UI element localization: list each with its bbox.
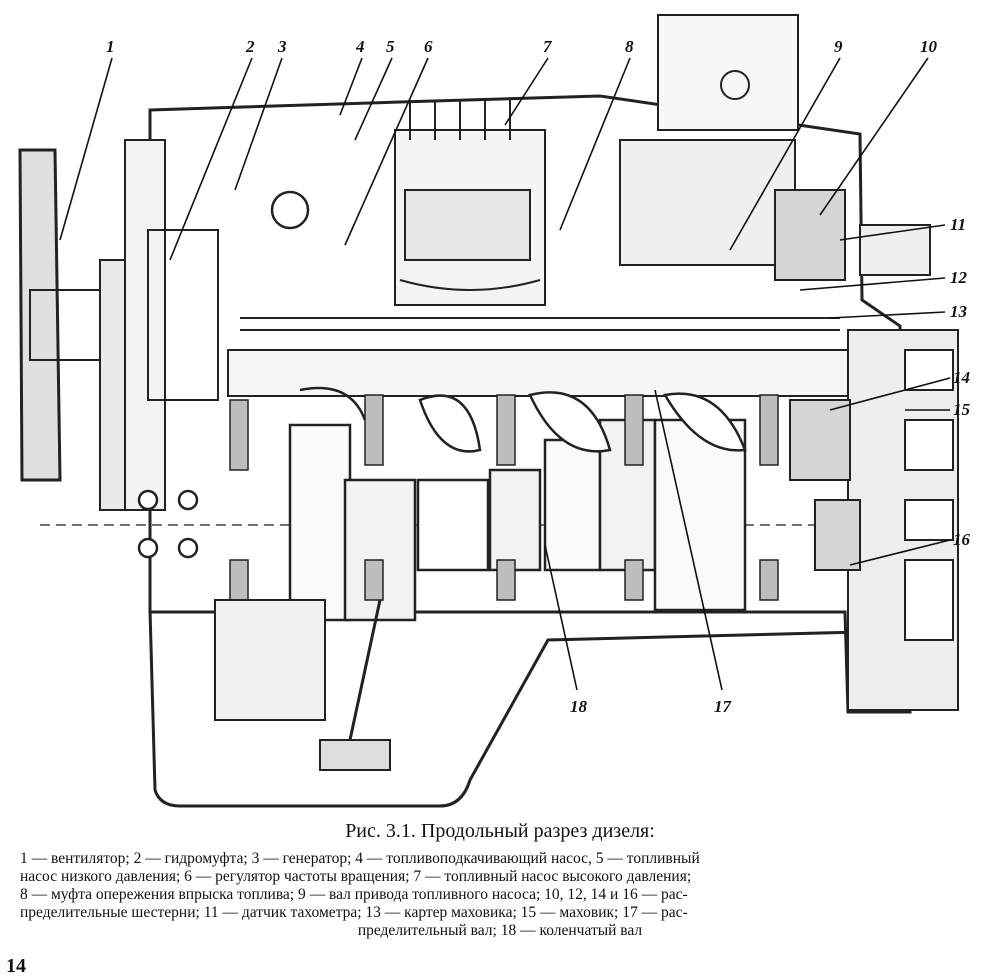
- figure-caption-legend: 1 — вентилятор; 2 — гидромуфта; 3 — гене…: [20, 850, 980, 940]
- callout-12: 12: [950, 268, 968, 287]
- callout-2: 2: [245, 37, 255, 56]
- caption-line: пределительные шестерни; 11 — датчик тах…: [20, 904, 688, 921]
- callout-8: 8: [625, 37, 634, 56]
- callout-3: 3: [277, 37, 287, 56]
- callout-10: 10: [920, 37, 938, 56]
- callout-9: 9: [834, 37, 843, 56]
- crankshaft: [40, 386, 860, 622]
- callout-18: 18: [570, 697, 588, 716]
- engine-section-drawing: 1 2 3 4 5 6 7 8 9 10 11 12 13 14 15 16 1…: [18, 14, 971, 808]
- caption-line: 8 — муфта опережения впрыска топлива; 9 …: [20, 886, 688, 903]
- callout-15: 15: [953, 400, 971, 419]
- page-number: 14: [6, 955, 26, 977]
- callout-4: 4: [355, 37, 365, 56]
- caption-line: пределительный вал; 18 — коленчатый вал: [357, 922, 643, 939]
- callout-6: 6: [424, 37, 433, 56]
- callout-5: 5: [386, 37, 395, 56]
- callout-14: 14: [953, 368, 970, 387]
- callout-7: 7: [543, 37, 553, 56]
- figure-caption-title: Рис. 3.1. Продольный разрез дизеля:: [345, 820, 655, 842]
- oil-pan: [148, 600, 862, 808]
- caption-line: насос низкого давления; 6 — регулятор ча…: [20, 868, 692, 885]
- caption-line: 1 — вентилятор; 2 — гидромуфта; 3 — гене…: [20, 850, 700, 867]
- callout-16: 16: [953, 530, 971, 549]
- callout-17: 17: [714, 697, 733, 716]
- timing-gears: [774, 189, 931, 571]
- engine-block: [148, 94, 912, 714]
- pulley-stack: [99, 139, 219, 511]
- callout-13: 13: [950, 302, 968, 321]
- callout-1: 1: [106, 37, 115, 56]
- callout-11: 11: [950, 215, 966, 234]
- fan: [18, 148, 62, 482]
